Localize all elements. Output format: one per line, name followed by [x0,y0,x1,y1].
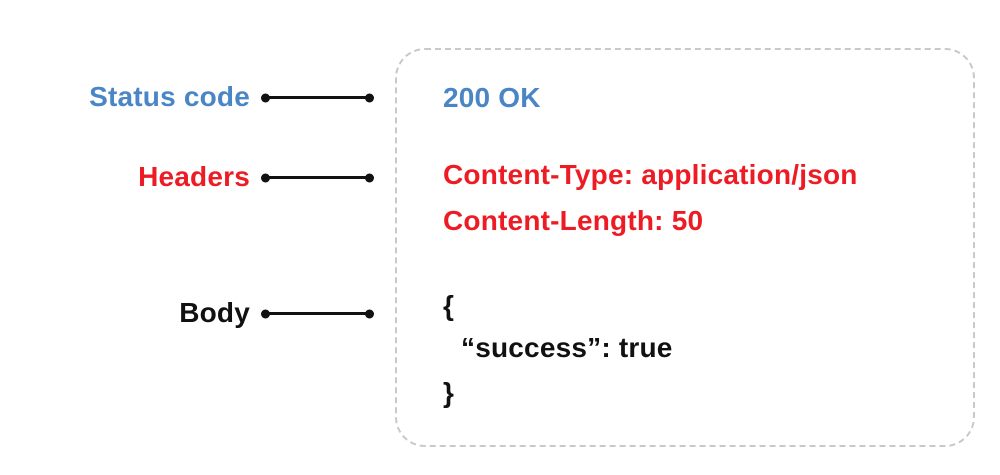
connector-dot [261,93,270,102]
body-label: Body [179,297,250,328]
connector-dot [261,309,270,318]
status-code-connector-line [261,93,374,102]
header-content-length-text: Content-Length: 50 [443,205,704,236]
headers-connector-line [261,173,374,182]
response-dashed-box [395,48,975,447]
headers-label: Headers [138,161,250,192]
header-content-type-text: Content-Type: application/json [443,159,858,190]
body-close-brace-text: } [443,377,455,408]
connector-dot [365,93,374,102]
connector-dot [365,173,374,182]
body-success-text: “success”: true [461,332,673,363]
body-connector-line [261,309,374,318]
connector-dot [261,173,270,182]
status-code-label: Status code [89,81,250,112]
body-open-brace-text: { [443,290,455,321]
connector-dot [365,309,374,318]
status-line-text: 200 OK [443,82,541,113]
